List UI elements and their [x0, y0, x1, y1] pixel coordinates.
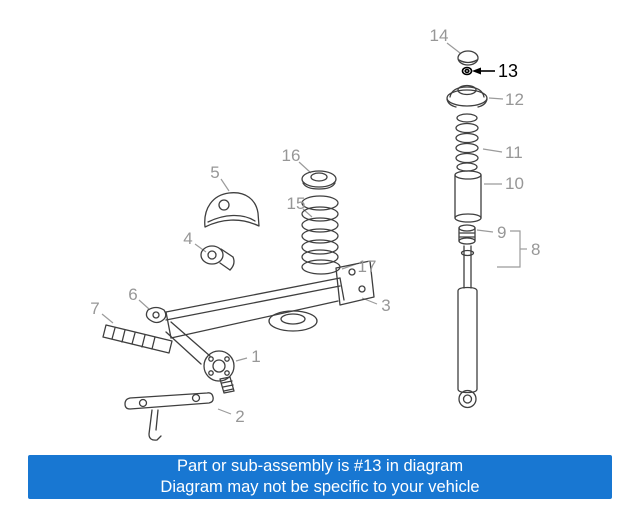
bump-stop-9-art: [458, 224, 476, 245]
part-label-10: 10: [505, 174, 524, 193]
lower-plate-2-art: [124, 392, 214, 441]
axle-beam-3-art: [165, 260, 375, 365]
leader-lines: [101, 42, 527, 415]
part-label-11: 11: [505, 143, 523, 162]
shock-absorber-8-art: [457, 245, 478, 409]
part-label-5: 5: [210, 163, 219, 182]
info-banner-line2: Diagram may not be specific to your vehi…: [160, 478, 480, 496]
part-label-9: 9: [497, 223, 506, 242]
part-label-15: 15: [287, 194, 306, 213]
strut-mount-12-art: [446, 84, 488, 108]
part-label-13: 13: [498, 61, 518, 81]
part-13-arrow: [472, 67, 495, 75]
part-label-14: 14: [430, 26, 449, 45]
clamp-6-art: [145, 306, 167, 324]
nut-13-art: [461, 66, 473, 76]
part-label-1: 1: [251, 347, 260, 366]
part-label-7: 7: [90, 299, 99, 318]
upper-spring-seat-16-art: [301, 170, 337, 190]
upper-bracket-5-art: [204, 192, 260, 228]
info-banner-line1: Part or sub-assembly is #13 in diagram: [176, 457, 464, 475]
part-label-4: 4: [183, 229, 192, 248]
part-label-16: 16: [282, 146, 301, 165]
coil-spring-15-art: [301, 195, 339, 265]
part-label-6: 6: [128, 285, 137, 304]
part-label-2: 2: [235, 407, 244, 426]
dust-cover-10-art: [454, 170, 482, 223]
bellows-11-art: [455, 113, 479, 172]
part-label-8: 8: [531, 240, 540, 259]
lower-spring-seat-17-art: [301, 259, 341, 275]
side-plate-7-art: [102, 324, 173, 354]
bushing-4-art: [200, 245, 235, 271]
part-label-12: 12: [505, 90, 524, 109]
hub-1-art: [203, 350, 235, 394]
part-label-17: 17: [358, 257, 377, 276]
cap-14-art: [457, 50, 479, 66]
part-label-3: 3: [381, 296, 390, 315]
info-banner: Part or sub-assembly is #13 in diagram D…: [28, 455, 612, 499]
